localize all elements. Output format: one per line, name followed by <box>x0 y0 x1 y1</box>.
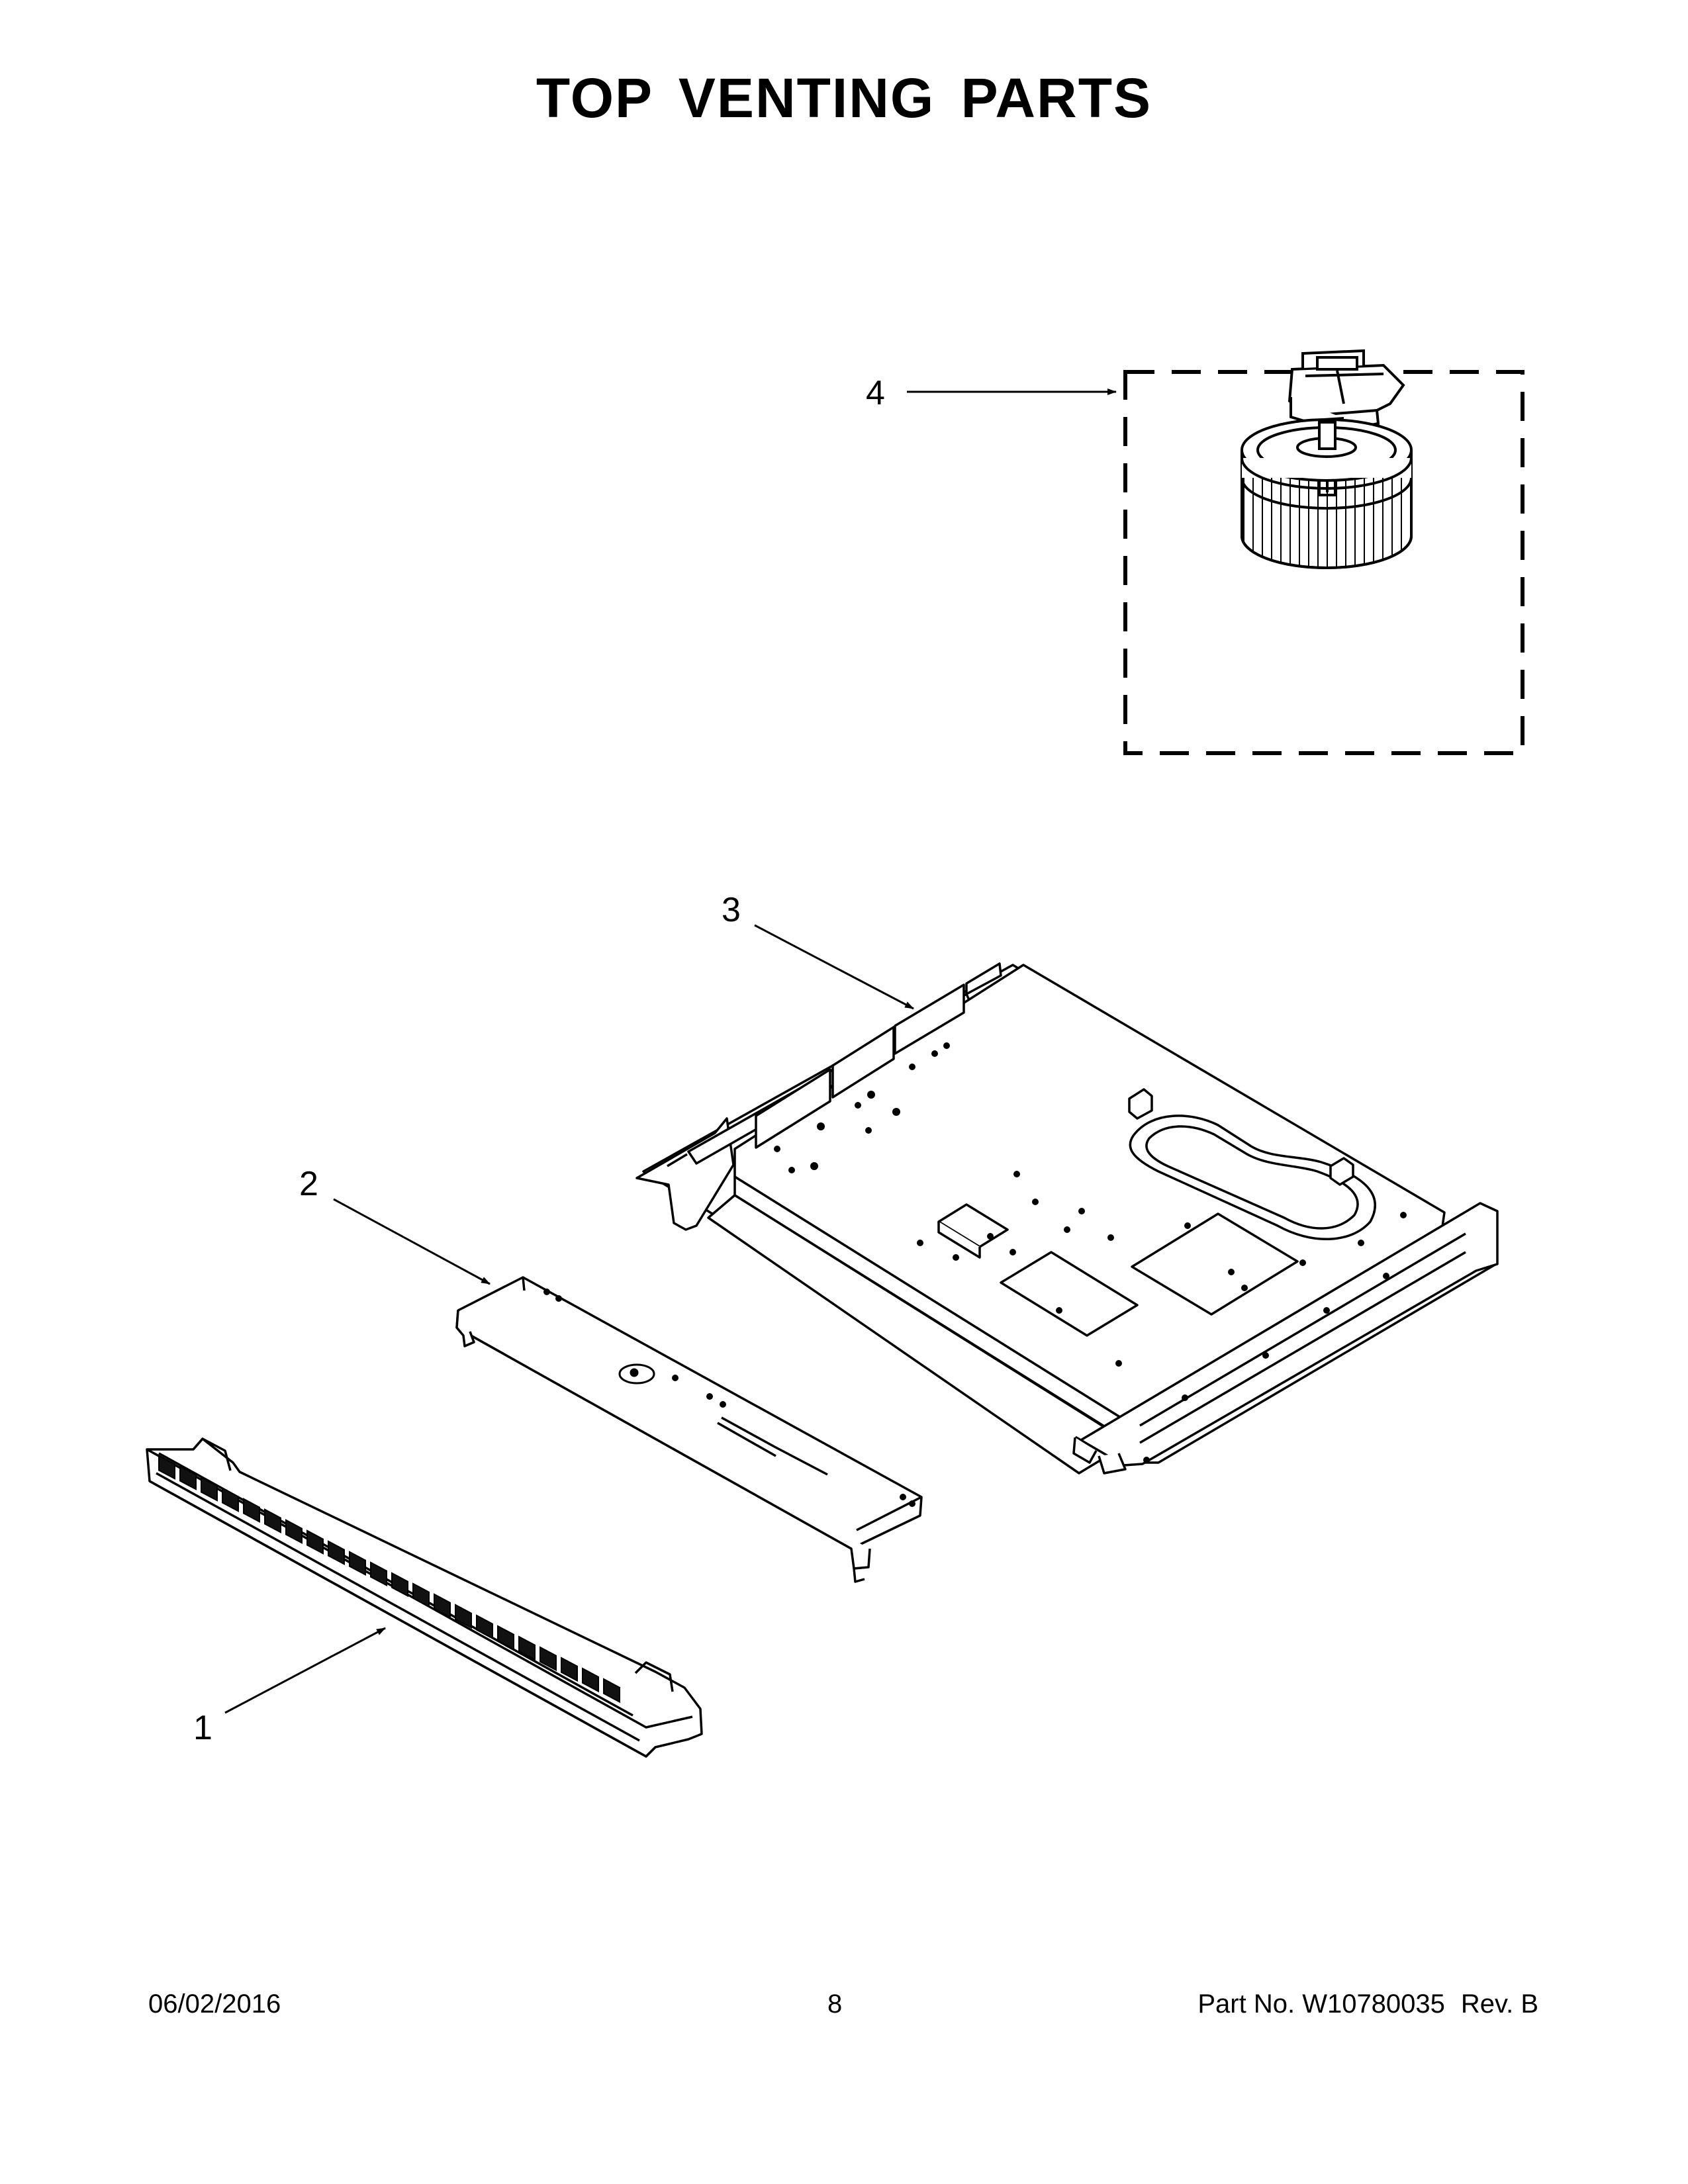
callout-4: 4 <box>866 374 885 412</box>
footer-part-number: Part No. W10780035 <box>1197 1989 1445 2019</box>
footer-page-number: 8 <box>827 1989 843 2019</box>
deflector-holes <box>543 1289 915 1507</box>
callout-1: 1 <box>193 1709 212 1747</box>
page-title: TOP VENTING PARTS <box>536 67 1152 129</box>
callout-3: 3 <box>722 891 741 929</box>
callout-2: 2 <box>299 1165 318 1203</box>
grille-slots <box>158 1455 620 1704</box>
vent-duct-panel <box>635 962 1499 1475</box>
callout-2-leader <box>333 1198 491 1285</box>
footer-date: 06/02/2016 <box>148 1989 281 2019</box>
blower-assembly <box>1123 349 1524 755</box>
blower-wheel <box>1241 418 1413 569</box>
air-deflector <box>455 1276 923 1583</box>
callout-1-leader <box>224 1627 386 1714</box>
footer-revision: Rev. B <box>1460 1989 1538 2019</box>
callout-3-leader <box>754 924 914 1010</box>
vent-duct-screw-holes <box>774 1042 1407 1463</box>
motor-bracket <box>1288 349 1405 429</box>
footer-part-info: Part No. W10780035 Rev. B <box>1197 1989 1538 2019</box>
